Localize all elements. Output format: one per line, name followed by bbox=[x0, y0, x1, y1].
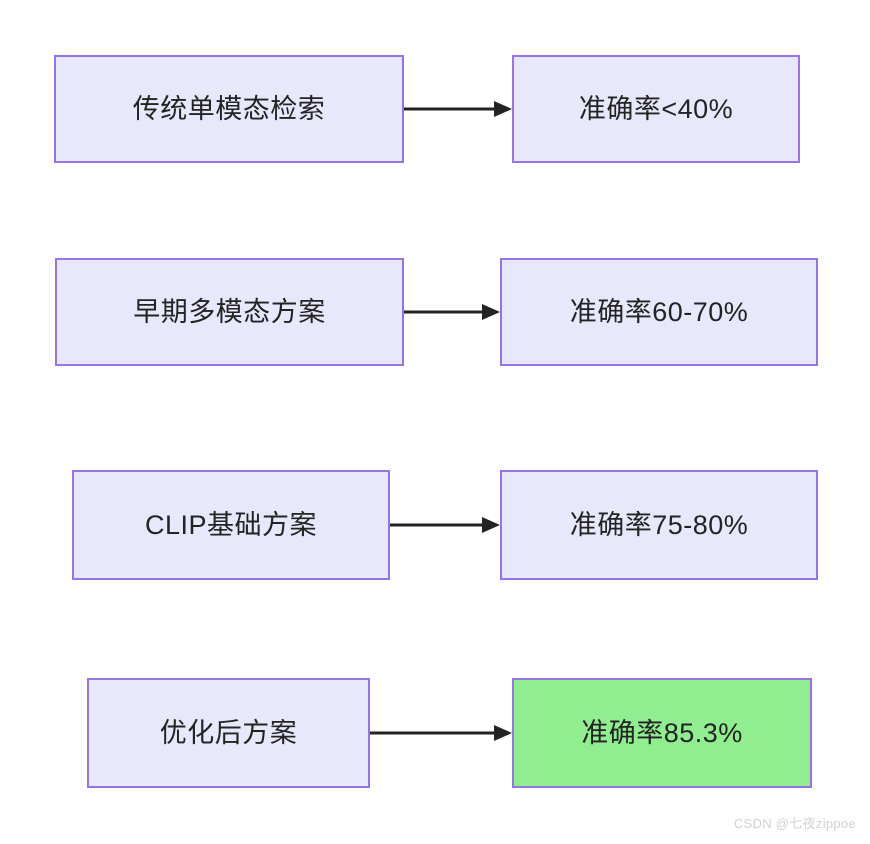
flow-node-source-1: 早期多模态方案 bbox=[55, 258, 404, 366]
flow-node-result-1: 准确率60-70% bbox=[500, 258, 818, 366]
flow-arrow-0 bbox=[404, 97, 512, 121]
flow-arrow-2 bbox=[390, 513, 500, 537]
flow-node-result-0: 准确率<40% bbox=[512, 55, 800, 163]
watermark: CSDN @七夜zippoe bbox=[733, 816, 856, 831]
flow-node-result-3: 准确率85.3% bbox=[512, 678, 812, 788]
flow-arrow-1 bbox=[404, 300, 500, 324]
flow-node-source-0: 传统单模态检索 bbox=[54, 55, 404, 163]
flow-node-source-2: CLIP基础方案 bbox=[72, 470, 390, 580]
flow-node-result-2: 准确率75-80% bbox=[500, 470, 818, 580]
flow-arrow-3 bbox=[370, 721, 512, 745]
flow-node-source-3: 优化后方案 bbox=[87, 678, 370, 788]
